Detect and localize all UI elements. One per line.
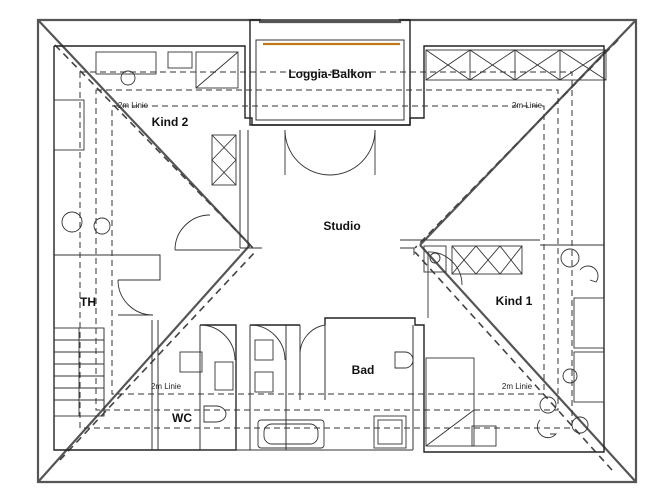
line-label-bottom-left: 2m Linie (151, 382, 182, 391)
bathroom-fixtures (179, 339, 414, 449)
studio-label: Studio (323, 219, 360, 233)
loggia-label: Loggia-Balkon (288, 67, 371, 81)
wardrobe-top-right (425, 49, 607, 81)
line-label-top-right: 2m Linie (512, 101, 543, 110)
kind2-furniture (53, 51, 239, 235)
kind2-label: Kind 2 (152, 115, 189, 129)
th-label: TH (80, 295, 96, 309)
bad-label: Bad (352, 363, 375, 377)
doors (117, 129, 463, 361)
kind1-furniture (425, 248, 605, 447)
line-label-bottom-right: 2m Linie (502, 382, 533, 391)
hip-diagonals (54, 39, 619, 471)
kind1-label: Kind 1 (496, 294, 533, 308)
wc-label: WC (172, 411, 192, 425)
line-label-top-left: 2m Linie (118, 101, 149, 110)
kitchenette (423, 245, 523, 275)
staircase (53, 327, 105, 417)
two-meter-line (79, 71, 573, 429)
